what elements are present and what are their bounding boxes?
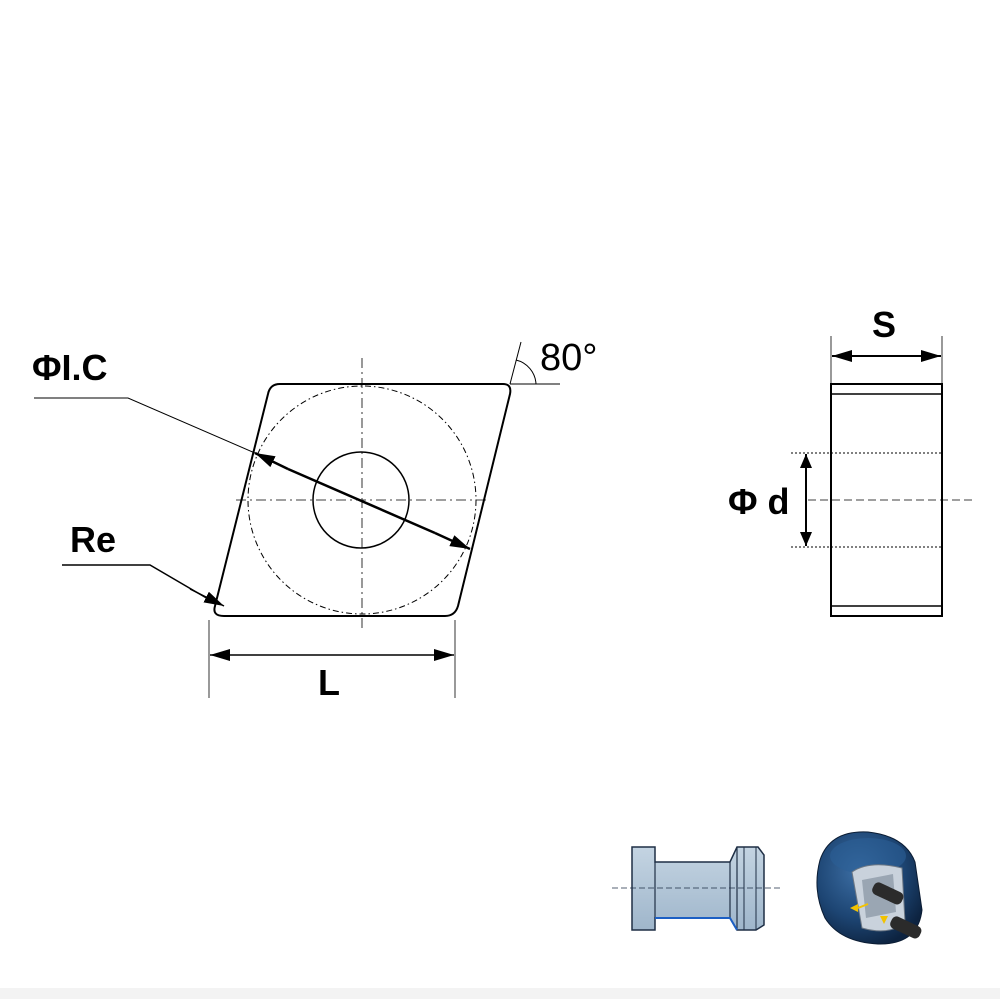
insert-outline xyxy=(213,383,512,617)
ic-arrow-right xyxy=(434,531,471,551)
insert-side-view: Φ d S xyxy=(728,304,972,617)
re-arrow xyxy=(189,588,225,607)
angle-arc xyxy=(515,359,537,385)
angle-ref-extension xyxy=(509,341,522,385)
ic-label: ΦI.C xyxy=(32,347,108,388)
insert-front-view: ΦI.C 80° Re L xyxy=(32,337,597,703)
inscribed-circle xyxy=(247,385,477,615)
bottom-strip xyxy=(0,988,1000,999)
center-hole xyxy=(312,451,410,549)
d-label: Φ d xyxy=(728,481,790,522)
ic-arrow-left xyxy=(254,451,289,471)
toolholder-3d-icon xyxy=(816,831,923,945)
ic-leader xyxy=(34,397,256,454)
clamp-pin-side-view-icon xyxy=(612,846,780,931)
re-leader xyxy=(62,564,216,604)
s-label: S xyxy=(872,304,896,345)
ic-arrow-shaft xyxy=(287,467,436,535)
re-label: Re xyxy=(70,519,116,560)
angle-label: 80° xyxy=(540,337,597,379)
l-label: L xyxy=(318,662,340,703)
